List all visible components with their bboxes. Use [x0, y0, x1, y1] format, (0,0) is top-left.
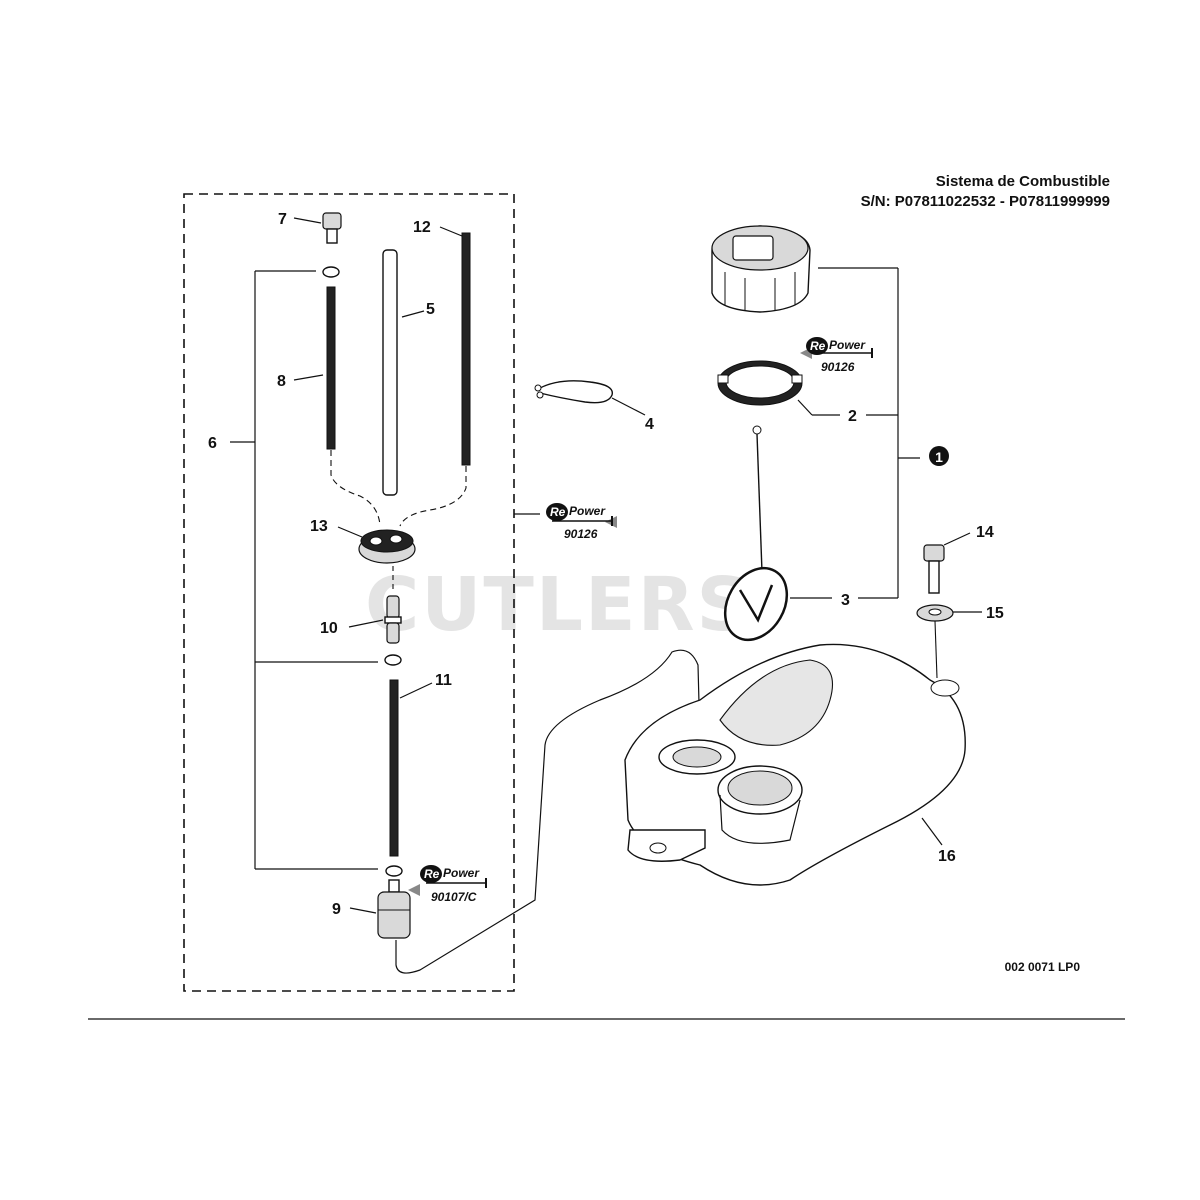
svg-text:Power: Power — [829, 338, 866, 352]
svg-text:Power: Power — [443, 866, 480, 880]
part-15-washer — [916, 604, 982, 679]
callout-14: 14 — [976, 524, 994, 541]
dash-path-8-13 — [330, 450, 381, 526]
svg-text:90126: 90126 — [564, 527, 598, 541]
part-13-grommet — [337, 526, 416, 564]
callout-2: 2 — [848, 408, 857, 425]
callout-15: 15 — [986, 605, 1004, 622]
callout-10: 10 — [320, 620, 338, 637]
svg-text:90126: 90126 — [821, 360, 855, 374]
callout-6: 6 — [208, 435, 217, 452]
drawing-code: 002 0071 LP0 — [1005, 960, 1081, 974]
svg-text:Re: Re — [424, 867, 440, 881]
part-fuel-cap — [711, 225, 811, 313]
repower-badge-filter: Re Power 90107/C — [408, 865, 487, 904]
svg-text:Re: Re — [550, 505, 566, 519]
part-12-fuel-line — [439, 226, 471, 466]
part-7-vent-fitting — [293, 212, 342, 244]
bracket-6 — [230, 270, 378, 870]
part-8-fuel-line — [293, 286, 336, 450]
callout-8: 8 — [277, 373, 286, 390]
callout-13: 13 — [310, 518, 328, 535]
part-o-ring-top — [322, 266, 340, 278]
callout-11: 11 — [435, 672, 452, 689]
part-9-fuel-filter — [349, 879, 411, 939]
serial-range: S/N: P07811022532 - P07811999999 — [861, 193, 1110, 210]
dash-path-filter-tank — [395, 649, 701, 974]
callout-12: 12 — [413, 219, 431, 236]
part-2-retaining-ring — [717, 360, 898, 416]
repower-badge-kit: Re Power 90126 — [546, 503, 617, 541]
part-10-barb-connector — [348, 595, 402, 644]
part-11-fuel-line — [389, 679, 433, 857]
part-3-strainer — [723, 425, 832, 642]
kit-dashed-box — [183, 193, 515, 992]
callout-7: 7 — [278, 211, 287, 228]
part-16-fuel-tank — [624, 643, 966, 886]
callout-9: 9 — [332, 901, 341, 918]
callout-1: 1 — [935, 449, 943, 465]
svg-text:Power: Power — [569, 504, 606, 518]
repower-badge-cap: Re Power 90126 — [800, 337, 873, 374]
part-14-bolt — [923, 532, 971, 594]
bracket-1 — [818, 267, 920, 599]
callout-3: 3 — [841, 592, 850, 609]
svg-text:90107/C: 90107/C — [431, 890, 477, 904]
callout-5: 5 — [426, 301, 435, 318]
callout-1-badge: 1 — [929, 446, 949, 466]
callout-4: 4 — [645, 416, 654, 433]
svg-text:Re: Re — [810, 339, 826, 353]
callout-16: 16 — [938, 848, 956, 865]
part-o-ring-middle — [384, 654, 402, 666]
watermark: CUTLERS — [365, 562, 752, 648]
diagram-title: Sistema de Combustible — [936, 173, 1110, 190]
part-5-vent-tube — [382, 249, 425, 496]
part-o-ring-bottom — [385, 865, 403, 877]
part-4-wire-clip — [534, 380, 646, 416]
dash-path-12-13 — [399, 466, 467, 527]
